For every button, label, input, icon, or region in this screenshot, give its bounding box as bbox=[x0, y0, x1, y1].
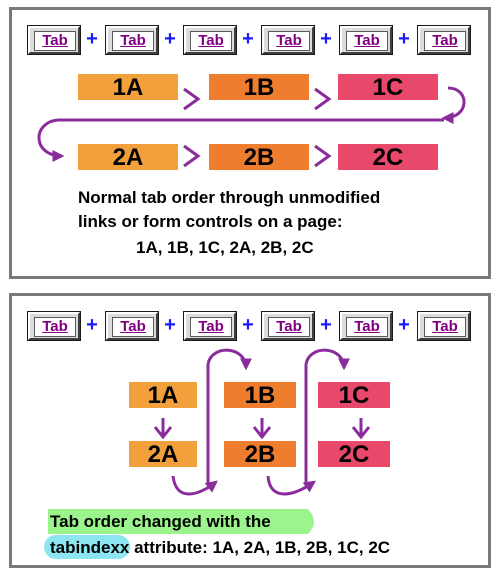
loop-1c-top bbox=[304, 348, 350, 371]
tab-key: Tab bbox=[418, 26, 470, 54]
tab-key-row: Tab + Tab + Tab + Tab + Tab + Tab bbox=[28, 26, 478, 54]
tab-key-label: Tab bbox=[268, 317, 310, 337]
plus-sign: + bbox=[242, 28, 254, 50]
link-1b-box: 1B bbox=[209, 74, 309, 101]
tab-key-label: Tab bbox=[34, 31, 76, 51]
plus-sign: + bbox=[398, 314, 410, 336]
loop-2a-bottom bbox=[171, 475, 218, 496]
plus-sign: + bbox=[320, 28, 332, 50]
link-2c-box: 2C bbox=[318, 441, 390, 468]
caption-line-2: tabindexx attribute: 1A, 2A, 1B, 2B, 1C,… bbox=[50, 538, 390, 558]
arrow-1a-1b bbox=[183, 87, 201, 111]
tab-key-label: Tab bbox=[112, 317, 154, 337]
tab-key-label: Tab bbox=[190, 31, 232, 51]
link-1a-box: 1A bbox=[129, 382, 197, 409]
plus-sign: + bbox=[86, 314, 98, 336]
link-2b-box: 2B bbox=[224, 441, 296, 468]
caption-line-2-rest: x attribute: 1A, 2A, 1B, 2B, 1C, 2C bbox=[119, 538, 391, 557]
arrow-1a-2a-head bbox=[153, 426, 173, 440]
loop-2b-bottom bbox=[266, 475, 316, 496]
tab-key-label: Tab bbox=[424, 317, 466, 337]
plus-sign: + bbox=[86, 28, 98, 50]
caption-line-2: links or form controls on a page: bbox=[78, 212, 343, 231]
link-2b-box: 2B bbox=[209, 144, 309, 171]
arrow-1b-2b-head bbox=[252, 426, 272, 440]
plus-sign: + bbox=[164, 28, 176, 50]
tabindex-keyword: tabindex bbox=[50, 538, 120, 557]
tab-key: Tab bbox=[418, 312, 470, 340]
arrow-1b-1c bbox=[314, 87, 332, 111]
tab-key-label: Tab bbox=[268, 31, 310, 51]
link-1c-box: 1C bbox=[318, 382, 390, 409]
tab-key: Tab bbox=[340, 312, 392, 340]
arrow-2b-2c bbox=[314, 144, 332, 168]
tab-key: Tab bbox=[28, 312, 80, 340]
arrow-2a-2b bbox=[183, 144, 201, 168]
tab-key-row: Tab + Tab + Tab + Tab + Tab + Tab bbox=[28, 312, 478, 340]
tab-key-label: Tab bbox=[346, 31, 388, 51]
arrow-wrap-left bbox=[37, 118, 65, 162]
arrow-1c-wrap-right bbox=[441, 86, 466, 124]
caption-line-1: Normal tab order through unmodified bbox=[78, 188, 381, 207]
tab-key: Tab bbox=[184, 26, 236, 54]
tab-key-label: Tab bbox=[112, 31, 154, 51]
tab-order-arrows bbox=[37, 86, 466, 168]
link-1a-box: 1A bbox=[78, 74, 178, 101]
tabindex-arrows bbox=[44, 348, 371, 559]
highlight-cyan bbox=[44, 535, 130, 559]
tab-key: Tab bbox=[106, 312, 158, 340]
caption-line-1: Tab order changed with the bbox=[50, 512, 271, 531]
plus-sign: + bbox=[164, 314, 176, 336]
link-1c-box: 1C bbox=[338, 74, 438, 101]
caption-line-3: 1A, 1B, 1C, 2A, 2B, 2C bbox=[136, 238, 314, 257]
tab-key-label: Tab bbox=[190, 317, 232, 337]
tab-key: Tab bbox=[262, 312, 314, 340]
link-2c-box: 2C bbox=[338, 144, 438, 171]
tab-key: Tab bbox=[340, 26, 392, 54]
tab-key: Tab bbox=[28, 26, 80, 54]
loop-1b-top bbox=[206, 348, 252, 371]
tab-key-label: Tab bbox=[34, 317, 76, 337]
tab-key-label: Tab bbox=[424, 31, 466, 51]
plus-sign: + bbox=[242, 314, 254, 336]
tabindex-order-panel: Tab + Tab + Tab + Tab + Tab + Tab bbox=[9, 293, 491, 568]
plus-sign: + bbox=[320, 314, 332, 336]
link-2a-box: 2A bbox=[129, 441, 197, 468]
highlight-green bbox=[48, 509, 314, 534]
link-1b-box: 1B bbox=[224, 382, 296, 409]
tab-key-label: Tab bbox=[346, 317, 388, 337]
normal-tab-order-panel: Tab + Tab + Tab + Tab + Tab + Tab 1A 1B … bbox=[9, 7, 491, 279]
link-2a-box: 2A bbox=[78, 144, 178, 171]
tab-key: Tab bbox=[106, 26, 158, 54]
plus-sign: + bbox=[398, 28, 410, 50]
tab-key: Tab bbox=[262, 26, 314, 54]
arrow-1c-2c-head bbox=[351, 426, 371, 440]
tab-key: Tab bbox=[184, 312, 236, 340]
